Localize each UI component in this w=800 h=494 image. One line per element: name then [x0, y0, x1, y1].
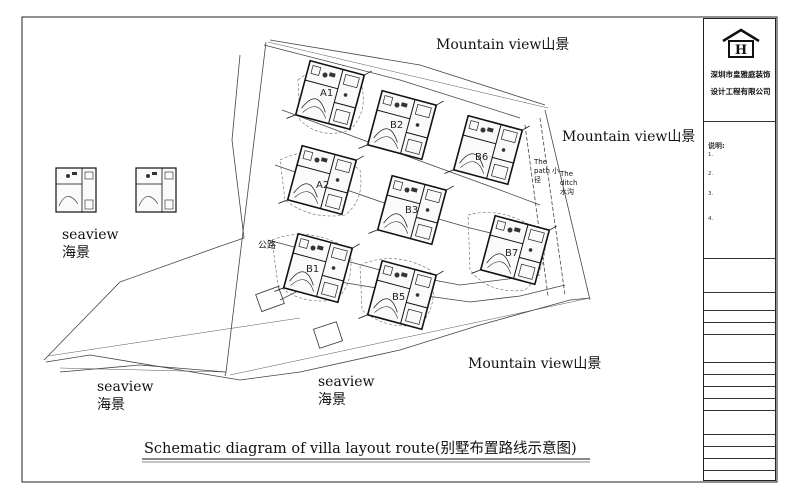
villa-label-b7: B7 — [505, 248, 519, 259]
title-block-row-5 — [704, 323, 775, 335]
note-4: 4. — [708, 215, 714, 222]
note-1: 1. — [708, 152, 714, 159]
seaview-bottom-mid-cn: 海景 — [318, 392, 346, 408]
villa-outlines — [271, 67, 546, 327]
company-logo-icon: H — [722, 28, 760, 58]
seaview-bottom-mid: seaview 海景 — [318, 373, 374, 409]
title-block-row-3 — [704, 297, 775, 311]
title-block-row-8 — [704, 375, 775, 387]
company-name-line1: 深圳市皇雅庭装饰 — [710, 70, 771, 79]
sample-plan-2 — [135, 167, 177, 213]
seaview-bottom-left-cn: 海景 — [97, 397, 125, 413]
mountain-view-bottom: Mountain view山景 — [468, 356, 602, 372]
parking-pad-1 — [255, 285, 285, 313]
villa-label-b2: B2 — [390, 120, 404, 131]
seaview-left-en: seaview — [62, 227, 119, 243]
title-block-row-1 — [704, 247, 775, 259]
title-block-row-14 — [704, 459, 775, 471]
seaview-bottom-left-en: seaview — [97, 379, 154, 395]
villa-label-b1: B1 — [306, 264, 320, 275]
villa-label-a2: A2 — [316, 180, 330, 191]
notes-block: 说明: 1. 2. 3. 4. — [708, 142, 774, 225]
ditch-label: The ditch 水沟 — [560, 170, 578, 196]
villa-label-b5: B5 — [392, 292, 406, 303]
path-label: The path 小径 — [534, 158, 560, 184]
villa-b6-plan — [443, 107, 531, 193]
title-block-row-10 — [704, 399, 775, 411]
title-block-row-7 — [704, 363, 775, 375]
villa-label-b3: B3 — [405, 205, 419, 216]
title-block-row-2 — [704, 281, 775, 293]
note-3: 3. — [708, 190, 714, 197]
title-block-row-12 — [704, 435, 775, 447]
note-2: 2. — [708, 171, 714, 178]
diagram-title: Schematic diagram of villa layout route(… — [144, 441, 577, 457]
road-label: 公路 — [258, 241, 277, 251]
seaview-left: seaview 海景 — [62, 226, 118, 262]
parking-pad-2 — [312, 321, 344, 349]
seaview-left-cn: 海景 — [62, 245, 90, 261]
title-block-row-4 — [704, 311, 775, 323]
notes-title: 说明: — [708, 142, 725, 150]
svg-text:H: H — [735, 43, 747, 58]
seaview-bottom-left: seaview 海景 — [97, 378, 153, 414]
villa-label-b6: B6 — [475, 152, 489, 163]
title-block: H 深圳市皇雅庭装饰 设计工程有限公司 说明: 1. 2. 3. 4. — [703, 18, 776, 481]
mountain-view-top: Mountain view山景 — [436, 37, 570, 53]
title-block-row-13 — [704, 447, 775, 459]
title-block-row-6 — [704, 349, 775, 363]
title-block-row-11 — [704, 423, 775, 435]
seaview-bottom-mid-en: seaview — [318, 374, 375, 390]
dimension-lines — [47, 41, 591, 376]
title-block-row-9 — [704, 387, 775, 399]
mountain-view-right: Mountain view山景 — [562, 129, 696, 145]
villa-label-a1: A1 — [320, 88, 334, 99]
drawing-border — [21, 16, 778, 483]
sample-plan-1 — [55, 167, 97, 213]
company-name-line2: 设计工程有限公司 — [710, 87, 771, 96]
